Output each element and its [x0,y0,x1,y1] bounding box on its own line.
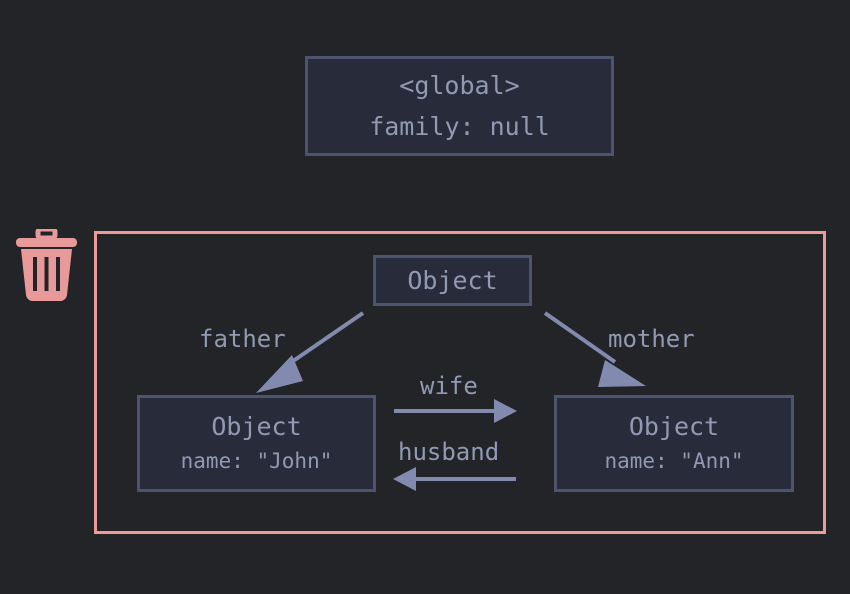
family-object-box: Object [373,255,532,306]
edge-label-mother: mother [608,325,695,353]
family-highlight-container [94,231,826,534]
ann-object-box: Object name: "Ann" [554,395,794,492]
global-scope-property: family: null [369,112,550,141]
edge-label-wife: wife [420,372,478,400]
global-scope-box: <global> family: null [305,56,614,156]
ann-object-property: name: "Ann" [604,449,744,474]
edge-label-father: father [199,325,286,353]
john-object-property: name: "John" [180,449,333,474]
family-object-title: Object [407,265,498,295]
trash-icon[interactable] [16,226,77,302]
ann-object-title: Object [628,412,720,442]
edge-label-husband: husband [398,438,500,466]
john-object-title: Object [211,412,302,442]
trash-icon-glyph [16,226,77,302]
john-object-box: Object name: "John" [137,395,376,492]
global-scope-title: <global> [399,70,520,100]
